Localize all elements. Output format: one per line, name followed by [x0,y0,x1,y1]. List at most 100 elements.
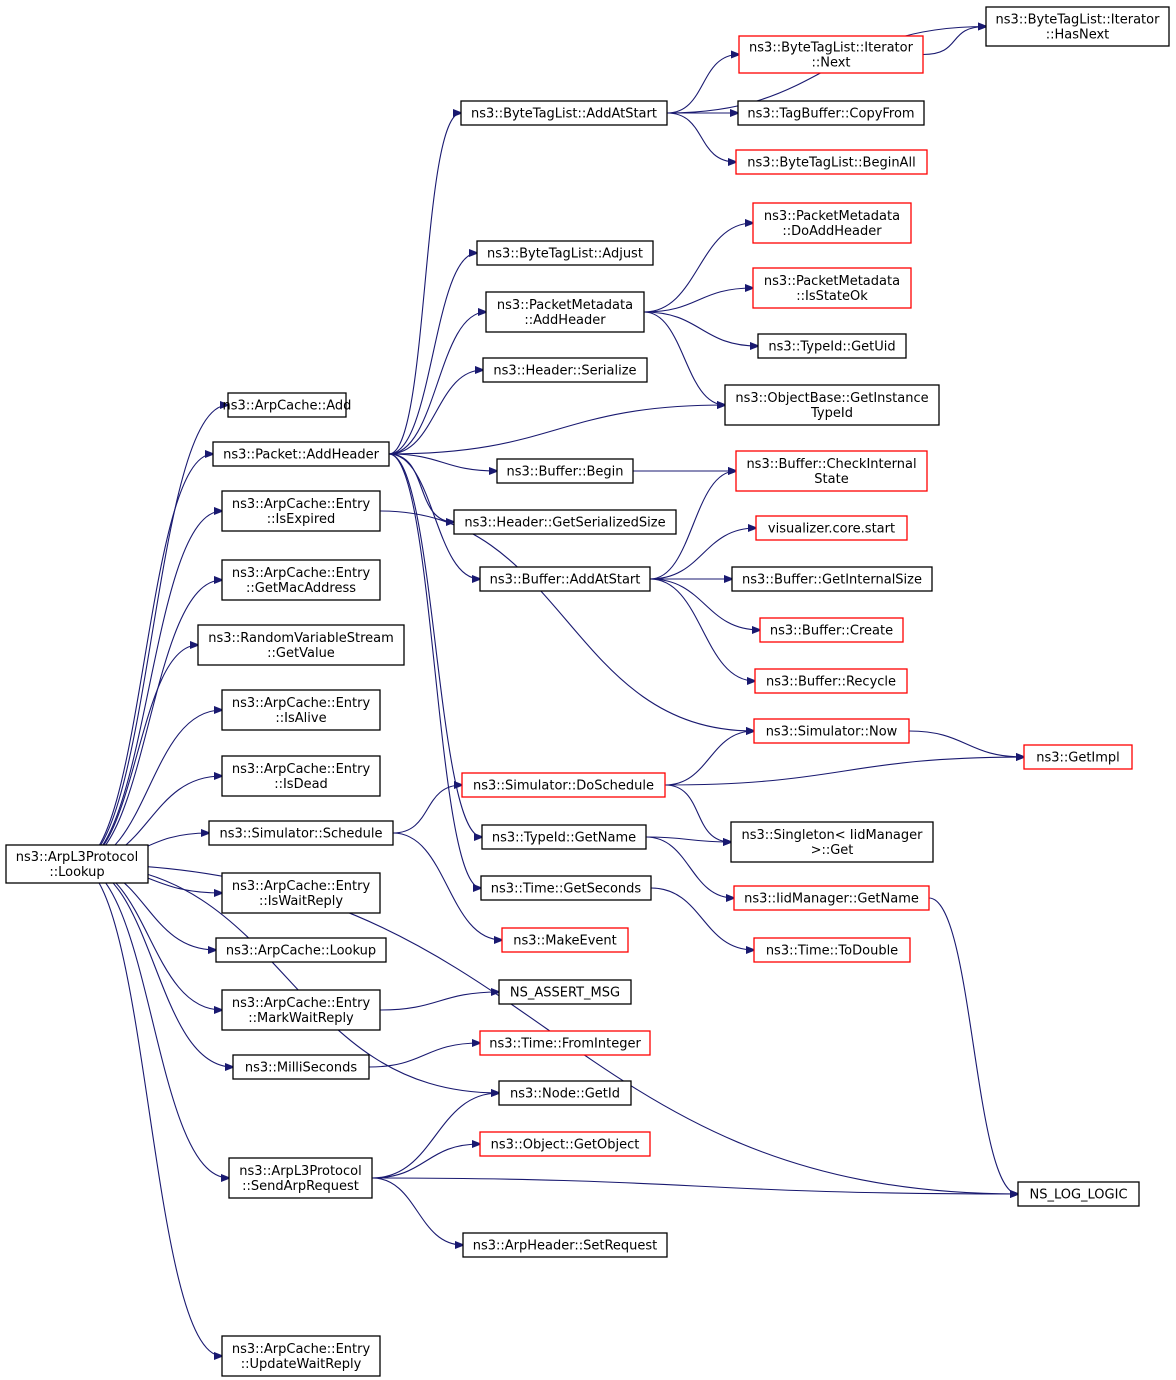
node-sim_now[interactable]: ns3::Simulator::Now [753,718,910,744]
edge-pm_addheader-to-objectbase_getinstancetypeid [643,311,725,405]
node-tagbuffer_copyfrom[interactable]: ns3::TagBuffer::CopyFrom [737,100,925,126]
node-label: ns3::TagBuffer::CopyFrom [747,107,914,122]
node-entry_isalive[interactable]: ns3::ArpCache::Entry::IsAlive [221,689,381,731]
node-time_todouble[interactable]: ns3::Time::ToDouble [753,937,911,963]
node-box [754,668,908,694]
edge-arrow [379,992,499,1011]
node-label: ns3::PacketMetadata [764,209,900,224]
edge-arrow [75,511,222,865]
node-pm_isstateok[interactable]: ns3::PacketMetadata::IsStateOk [752,267,912,309]
node-visualizer_core_start[interactable]: visualizer.core.start [755,515,908,541]
node-entry_iswaitreply[interactable]: ns3::ArpCache::Entry::IsWaitReply [221,872,381,914]
node-arpcache_add[interactable]: ns3::ArpCache::Add [223,392,352,418]
node-packet_addheader[interactable]: ns3::Packet::AddHeader [212,441,390,467]
node-label: ns3::Buffer::Recycle [766,675,896,690]
node-label: ns3::ArpCache::Lookup [226,944,376,959]
edge-entry_markwaitreply-to-ns_assert_msg [379,992,499,1011]
node-label: ns3::Time::ToDouble [766,944,898,959]
node-btl_adjust[interactable]: ns3::ByteTagList::Adjust [476,240,654,266]
node-milliseconds[interactable]: ns3::MilliSeconds [232,1054,370,1080]
edge-sendarprequest-to-object_getobject [371,1144,480,1179]
node-time_frominteger[interactable]: ns3::Time::FromInteger [479,1030,651,1056]
node-box [221,559,381,601]
edge-arrow [371,1093,499,1179]
node-arpcache_lookup[interactable]: ns3::ArpCache::Lookup [215,937,387,963]
edge-arrow [650,887,754,950]
node-entry_getmac[interactable]: ns3::ArpCache::Entry::GetMacAddress [221,559,381,601]
edge-arrow [371,1144,480,1179]
node-buffer_recycle[interactable]: ns3::Buffer::Recycle [754,668,908,694]
node-entry_isexpired[interactable]: ns3::ArpCache::Entry::IsExpired [221,490,381,532]
node-header_getsersize[interactable]: ns3::Header::GetSerializedSize [453,509,677,535]
node-label: ns3::ArpCache::Entry [232,879,371,894]
node-box [485,291,645,333]
node-btli_next[interactable]: ns3::ByteTagList::Iterator::Next [738,35,924,74]
edge-milliseconds-to-time_frominteger [368,1043,480,1068]
node-btli_hasnext[interactable]: ns3::ByteTagList::Iterator::HasNext [985,6,1170,47]
node-ns_log_logic[interactable]: NS_LOG_LOGIC [1017,1181,1140,1207]
node-buffer_create[interactable]: ns3::Buffer::Create [759,617,904,643]
edge-btli_next-to-btli_hasnext [922,27,986,56]
node-entry_isdead[interactable]: ns3::ArpCache::Entry::IsDead [221,755,381,797]
node-singleton_get[interactable]: ns3::Singleton< IidManager>::Get [730,821,934,863]
node-sendarprequest[interactable]: ns3::ArpL3Protocol::SendArpRequest [228,1157,373,1199]
node-getimpl[interactable]: ns3::GetImpl [1023,744,1133,770]
node-label: ::MarkWaitReply [248,1011,354,1026]
node-sim_schedule[interactable]: ns3::Simulator::Schedule [208,820,394,846]
node-object_getobject[interactable]: ns3::Object::GetObject [479,1131,651,1157]
edge-arrow [75,863,222,1356]
node-pm_doaddheader[interactable]: ns3::PacketMetadata::DoAddHeader [752,202,912,244]
node-pm_addheader[interactable]: ns3::PacketMetadata::AddHeader [485,291,645,333]
node-box [498,979,632,1005]
edge-sim_doschedule-to-singleton_get [664,784,731,842]
edge-sim_schedule-to-sim_doschedule [392,785,462,834]
node-box [221,1335,381,1377]
node-label: ns3::ByteTagList::Iterator [996,13,1161,28]
node-rvs_getvalue[interactable]: ns3::RandomVariableStream::GetValue [197,624,405,666]
node-label: NS_ASSERT_MSG [510,986,620,1001]
edge-buffer_addatstart-to-buffer_create [649,578,760,630]
node-buffer_begin[interactable]: ns3::Buffer::Begin [496,458,634,484]
node-typeid_getname[interactable]: ns3::TypeId::GetName [481,824,647,850]
node-label: ns3::ArpHeader::SetRequest [473,1239,658,1254]
node-root[interactable]: ns3::ArpL3Protocol::Lookup [5,844,149,884]
node-buffer_addatstart[interactable]: ns3::Buffer::AddAtStart [479,566,651,592]
node-btl_beginall[interactable]: ns3::ByteTagList::BeginAll [735,149,928,175]
node-entry_updatewaitreply[interactable]: ns3::ArpCache::Entry::UpdateWaitReply [221,1335,381,1377]
node-btl_addatstart[interactable]: ns3::ByteTagList::AddAtStart [460,100,668,126]
edge-sim_doschedule-to-sim_now [664,731,754,786]
node-label: State [814,472,848,487]
node-time_getseconds[interactable]: ns3::Time::GetSeconds [480,875,652,901]
node-ns_assert_msg[interactable]: NS_ASSERT_MSG [498,979,632,1005]
node-box [453,509,677,535]
node-buffer_getinternalsize[interactable]: ns3::Buffer::GetInternalSize [731,566,933,592]
node-box [479,566,651,592]
node-arpheader_setrequest[interactable]: ns3::ArpHeader::SetRequest [462,1232,668,1258]
node-node_getid[interactable]: ns3::Node::GetId [498,1080,632,1106]
node-box [197,624,405,666]
edge-arrow [388,453,482,837]
node-sim_doschedule[interactable]: ns3::Simulator::DoSchedule [461,772,666,798]
node-box [501,927,629,953]
node-header_serialize[interactable]: ns3::Header::Serialize [482,357,648,383]
edge-buffer_addatstart-to-buffer_checkinternalstate [649,471,736,580]
edge-arrow [928,897,1018,1194]
node-box [753,718,910,744]
edge-root-to-packet_addheader [75,454,213,865]
node-box [228,1157,373,1199]
node-label: ns3::Simulator::Schedule [219,827,382,842]
node-makeevent[interactable]: ns3::MakeEvent [501,927,629,953]
node-iidmanager_getname[interactable]: ns3::IidManager::GetName [733,885,930,911]
node-label: ns3::ArpCache::Entry [232,762,371,777]
node-label: ns3::ArpCache::Add [223,399,352,414]
edge-iidmanager_getname-to-ns_log_logic [928,897,1018,1194]
node-typeid_getuid[interactable]: ns3::TypeId::GetUid [757,333,907,359]
edge-root-to-milliseconds [75,863,233,1067]
edge-root-to-entry_isalive [75,710,222,865]
node-box [480,875,652,901]
node-label: ns3::ByteTagList::AddAtStart [471,107,657,122]
node-label: ns3::ByteTagList::Iterator [749,41,914,56]
node-entry_markwaitreply[interactable]: ns3::ArpCache::Entry::MarkWaitReply [221,989,381,1031]
